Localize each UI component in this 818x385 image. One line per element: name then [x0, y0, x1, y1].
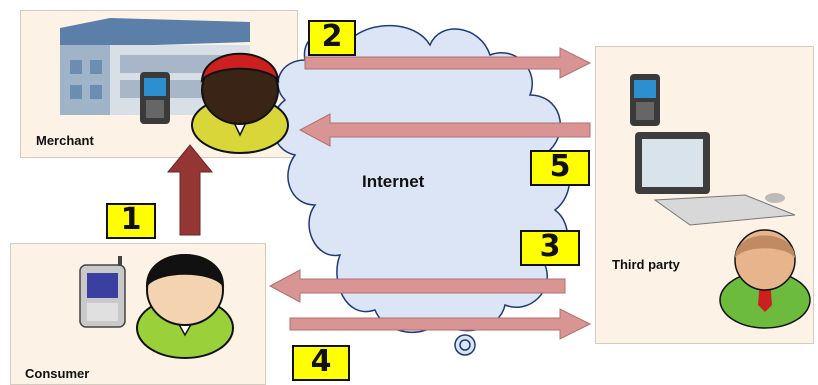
step-badge-5: 5 — [530, 150, 590, 186]
third-party-person-icon — [720, 230, 810, 328]
merchant-label: Merchant — [36, 133, 94, 148]
step-badge-2: 2 — [308, 20, 356, 56]
merchant-person-icon — [192, 54, 288, 153]
step-badge-3: 3 — [520, 230, 580, 266]
internet-label: Internet — [362, 172, 424, 192]
third-party-handheld-icon — [630, 74, 660, 126]
step-badge-4: 4 — [292, 345, 350, 381]
mobile-phone-icon — [80, 256, 125, 327]
third-party-label: Third party — [612, 257, 680, 272]
arrow-step-1 — [168, 145, 212, 235]
consumer-label: Consumer — [25, 366, 89, 381]
consumer-person-icon — [137, 255, 233, 358]
step-badge-1: 1 — [106, 203, 156, 239]
handheld-device-icon — [140, 72, 170, 124]
computer-icon — [635, 132, 795, 225]
